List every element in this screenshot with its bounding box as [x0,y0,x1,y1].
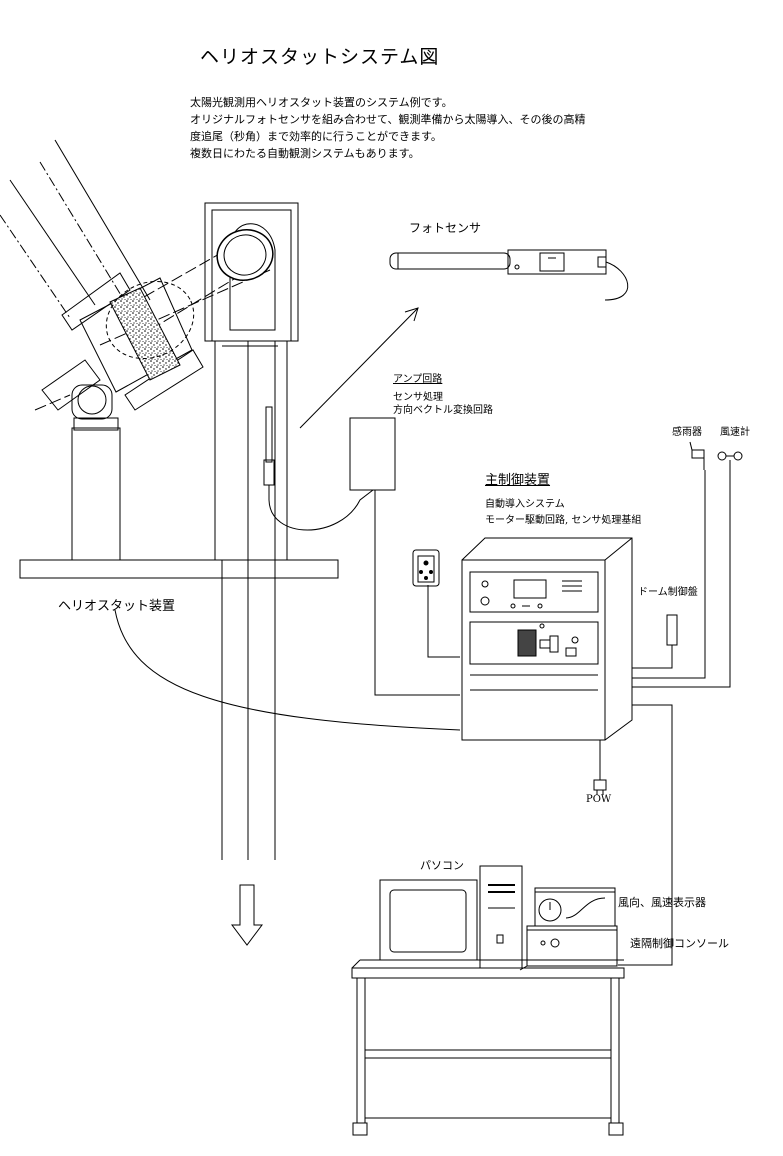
pc-monitor [379,879,478,961]
auto-intro-label: 自動導入システム [485,499,565,510]
wind-display-label: 風向、風速表示器 [618,896,706,909]
power-plug [593,779,607,795]
page-title: ヘリオスタットシステム図 [200,46,440,68]
computer-desk [351,959,625,1136]
wind-display [534,887,616,927]
description-line-1: 太陽光観測用ヘリオスタット装置のシステム例です。 [190,96,453,109]
photo-sensor [389,249,629,301]
sensor-processing-label: センサ処理 [393,392,443,403]
dome-control-label: ドーム制御盤 [638,587,698,598]
rain-sensor [689,441,705,470]
remote-console [519,925,618,971]
description-line-4: 複数日にわたる自動観測システムもあります。 [190,147,420,160]
handheld-remote [412,549,440,587]
anemometer-label: 風速計 [720,427,750,438]
main-controller-cabinet [461,537,633,741]
main-controller-label: 主制御装置 [485,473,551,488]
photo-sensor-label: フォトセンサ [409,221,482,235]
tower-sensor [263,406,275,500]
dome-control-box [666,614,678,646]
pow-label: POW [586,794,612,805]
motor-drive-label: モーター駆動回路, センサ処理基組 [485,515,642,526]
anemometer [717,451,743,461]
sunlight-rays [0,139,151,319]
pc-tower [479,865,523,969]
pc-label: パソコン [420,859,464,872]
description-line-3: 度追尾（秒角）まで効率的に行うことができます。 [190,130,442,143]
remote-console-label: 遠隔制御コンソール [630,937,729,950]
heliostat-device-label: ヘリオスタット装置 [58,599,176,614]
downward-beam [221,341,276,946]
rain-sensor-label: 感雨器 [672,427,702,438]
mirror-tower [204,202,299,560]
cables [114,460,731,966]
direction-vector-label: 方向ベクトル変換回路 [393,405,493,416]
amp-circuit-label: アンプ回路 [393,374,443,385]
pointer-arrowhead [404,307,419,322]
description-line-2: オリジナルフォトセンサを組み合わせて、観測準備から太陽導入、その後の高精 [190,113,586,126]
amp-circuit-box [349,417,396,491]
heliostat-device [19,272,339,579]
pointer-line [299,307,419,429]
